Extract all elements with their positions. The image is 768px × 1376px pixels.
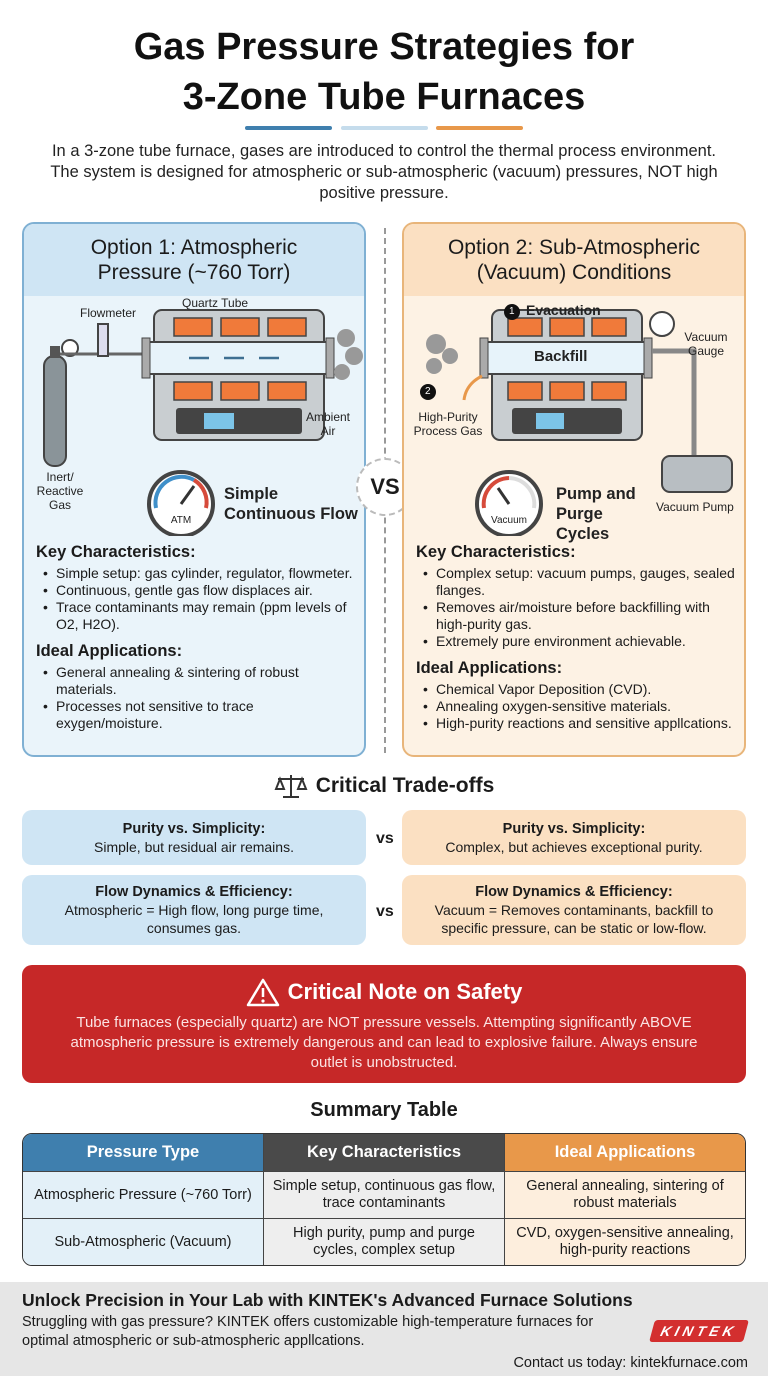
tradeoff-vs: vs xyxy=(376,903,394,920)
accent-bar-blue xyxy=(245,126,332,130)
summary-table: Pressure Type Key Characteristics Ideal … xyxy=(22,1133,746,1266)
table-cell: High purity, pump and purge cycles, comp… xyxy=(264,1218,505,1265)
table-row: Sub-Atmospheric (Vacuum) High purity, pu… xyxy=(23,1218,745,1265)
tradeoff-purity-vacuum: Purity vs. Simplicity:Complex, but achie… xyxy=(402,810,746,865)
title-line-2: 3-Zone Tube Furnaces xyxy=(182,76,586,118)
tradeoff-flow-atmospheric: Flow Dynamics & Efficiency: Atmospheric =… xyxy=(22,875,366,945)
option2-key-title: Key Characteristics: xyxy=(416,543,576,561)
option1-apps-section: Ideal Applications: General annealing & … xyxy=(36,641,360,732)
list-item: Continuous, gentle gas flow displaces ai… xyxy=(36,582,360,599)
title-line-1: Gas Pressure Strategies for xyxy=(133,26,635,68)
accent-bar-orange xyxy=(436,126,523,130)
list-item: Removes air/moisture before backfilling … xyxy=(416,599,740,633)
table-cell: General annealing, sintering of robust m… xyxy=(505,1171,745,1218)
list-item: Extremely pure environment achievable. xyxy=(416,633,740,650)
option1-title: Option 1: Atmospheric Pressure (~760 Tor… xyxy=(24,224,364,296)
option2-title: Option 2: Sub-Atmospheric (Vacuum) Condi… xyxy=(404,224,744,296)
table-header-row: Pressure Type Key Characteristics Ideal … xyxy=(23,1134,745,1171)
tradeoff-text: Vacuum = Removes contaminants, backfill … xyxy=(434,902,714,936)
footer-text: Struggling with gas pressure? KINTEK off… xyxy=(22,1314,594,1349)
tradeoff-purity-atmospheric: Purity vs. Simplicity:Simple, but residu… xyxy=(22,810,366,865)
label-quartz-tube: Quartz Tube xyxy=(182,296,249,310)
list-item: Annealing oxygen-sensitive materials. xyxy=(416,698,740,715)
tradeoff-flow-vacuum: Flow Dynamics & Efficiency: Vacuum = Remo… xyxy=(402,875,746,945)
safety-note: Critical Note on Safety Tube furnaces (e… xyxy=(22,965,746,1083)
label-backfill: Backfill xyxy=(534,348,588,365)
table-cell: Atmospheric Pressure (~760 Torr) xyxy=(23,1171,264,1218)
column-header: Ideal Applications xyxy=(505,1134,745,1171)
option1-apps-title: Ideal Applications: xyxy=(36,642,183,660)
list-item: Chemical Vapor Deposition (CVD). xyxy=(416,681,740,698)
tradeoffs-title: Critical Trade-offs xyxy=(315,774,495,797)
column-header: Key Characteristics xyxy=(264,1134,505,1171)
list-item: Trace contaminants may remain (ppm level… xyxy=(36,599,360,633)
table-cell: Simple setup, continuous gas flow, trace… xyxy=(264,1171,505,1218)
tradeoff-title: Purity vs. Simplicity: xyxy=(122,820,266,837)
tradeoff-title: Flow Dynamics & Efficiency: xyxy=(475,884,673,900)
list-item: Complex setup: vacuum pumps, gauges, sea… xyxy=(416,565,740,599)
option1-panel: Option 1: Atmospheric Pressure (~760 Tor… xyxy=(22,222,366,757)
option2-details: Key Characteristics: Complex setup: vacu… xyxy=(416,542,740,732)
label-evacuation: Evacuation xyxy=(526,302,601,318)
furnace-diagram-icon xyxy=(43,309,363,538)
kintek-logo: KINTEK xyxy=(649,1320,749,1342)
table-cell: Sub-Atmospheric (Vacuum) xyxy=(23,1218,264,1265)
tradeoffs-heading: Critical Trade-offs xyxy=(0,772,768,800)
vacuum-setup-illustration: 1 2 Evacuation High-Purity Process Gas B… xyxy=(404,296,744,543)
option1-key-title: Key Characteristics: xyxy=(36,543,196,561)
tradeoff-text: Complex, but achieves exceptional purity… xyxy=(445,838,703,855)
safety-title: Critical Note on Safety xyxy=(287,979,523,1004)
label-flowmeter: Flowmeter xyxy=(80,306,137,320)
tradeoff-text: Simple, but residual air remains. xyxy=(94,838,294,855)
option1-gauge-caption: Simple Continuous Flow xyxy=(224,485,358,523)
tradeoff-title: Purity vs. Simplicity: xyxy=(502,820,646,837)
tradeoff-text: Atmospheric = High flow, long purge time… xyxy=(64,902,324,936)
option1-details: Key Characteristics: Simple setup: gas c… xyxy=(36,542,360,732)
footer-banner: Unlock Precision in Your Lab with KINTEK… xyxy=(0,1282,768,1376)
vacuum-furnace-diagram-icon xyxy=(420,304,733,538)
option1-key-section: Key Characteristics: Simple setup: gas c… xyxy=(36,542,360,633)
option2-apps-section: Ideal Applications: Chemical Vapor Depos… xyxy=(416,658,740,732)
intro-text: In a 3-zone tube furnace, gases are intr… xyxy=(50,142,718,202)
list-item: General annealing & sintering of robust … xyxy=(36,664,360,698)
step1-number: 1 xyxy=(509,306,515,317)
table-row: Atmospheric Pressure (~760 Torr) Simple … xyxy=(23,1171,745,1218)
option2-panel: Option 2: Sub-Atmospheric (Vacuum) Condi… xyxy=(402,222,746,757)
footer-title: Unlock Precision in Your Lab with KINTEK… xyxy=(22,1290,633,1310)
table-cell: CVD, oxygen-sensitive annealing, high-pu… xyxy=(505,1218,745,1265)
balance-scale-icon xyxy=(274,775,308,798)
atmospheric-setup-illustration: Flowmeter Quartz Tube Ambient Air Inert/… xyxy=(24,296,364,538)
tradeoff-title: Flow Dynamics & Efficiency: xyxy=(95,884,293,900)
label-ambient-air: Ambient Air xyxy=(305,410,351,438)
accent-bar-light-blue xyxy=(341,126,428,130)
safety-text: Tube furnaces (especially quartz) are NO… xyxy=(70,1014,698,1071)
list-item: Processes not sensitive to trace exygen/… xyxy=(36,698,360,732)
page-title: Gas Pressure Strategies for 3-Zone Tube F… xyxy=(0,22,768,122)
label-gas: Inert/ Reactive Gas xyxy=(36,470,84,512)
contact-link[interactable]: Contact us today: kintekfurnace.com xyxy=(513,1355,748,1371)
gauge-atm-label: ATM xyxy=(170,515,192,526)
tradeoff-vs: vs xyxy=(376,830,394,847)
option2-key-section: Key Characteristics: Complex setup: vacu… xyxy=(416,542,740,650)
warning-icon xyxy=(246,978,279,1007)
step2-number: 2 xyxy=(425,386,431,397)
option2-gauge-caption: Pump and Purge Cycles xyxy=(556,485,636,543)
label-vacuum-pump: Vacuum Pump xyxy=(656,500,734,514)
column-header: Pressure Type xyxy=(23,1134,264,1171)
label-vacuum-gauge: Vacuum Gauge xyxy=(684,330,728,358)
summary-table-title: Summary Table xyxy=(310,1099,458,1121)
gauge-vacuum-label: Vacuum xyxy=(491,515,527,526)
list-item: High-purity reactions and sensitive appl… xyxy=(416,715,740,732)
label-process-gas: High-Purity Process Gas xyxy=(413,410,483,438)
option2-apps-title: Ideal Applications: xyxy=(416,659,563,677)
list-item: Simple setup: gas cylinder, regulator, f… xyxy=(36,565,360,582)
